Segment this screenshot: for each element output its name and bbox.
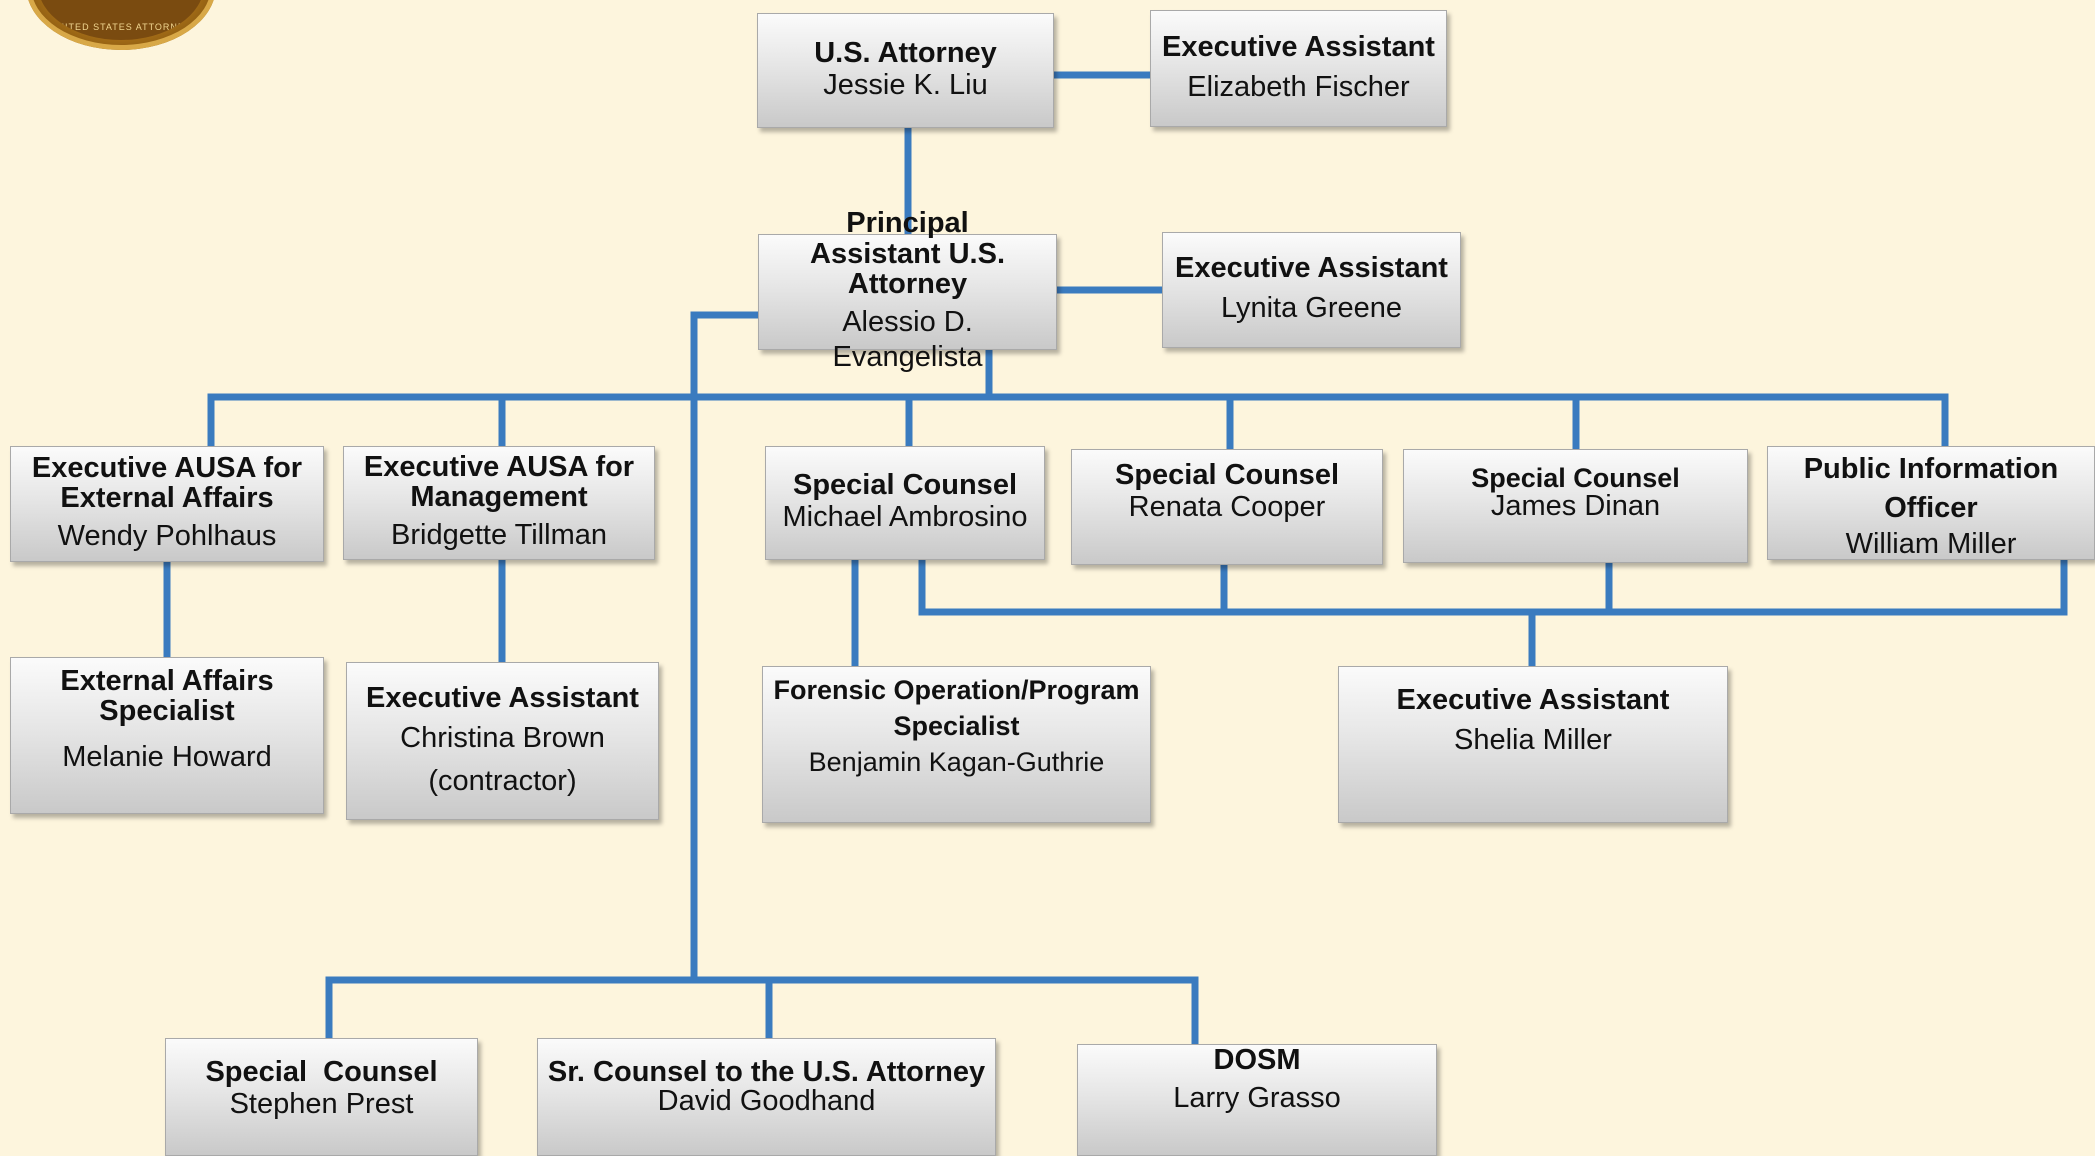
node-executive-assistant-brown[interactable]: Executive Assistant Christina Brown (con… (346, 662, 659, 820)
node-title: Executive Assistant (1396, 684, 1670, 716)
node-executive-assistant-fischer[interactable]: Executive Assistant Elizabeth Fischer (1150, 10, 1447, 127)
node-executive-assistant-greene[interactable]: Executive Assistant Lynita Greene (1162, 232, 1461, 348)
node-name: Larry Grasso (1173, 1082, 1341, 1115)
node-title: Special Counsel (1114, 459, 1339, 491)
node-special-counsel-dinan[interactable]: Special Counsel James Dinan (1403, 449, 1748, 563)
node-title: External Affairs Specialist (60, 665, 274, 728)
connector-level2-bus (207, 393, 1949, 446)
node-title: Forensic Operation/Program Specialist (773, 675, 1140, 741)
node-title: Special Counsel (792, 469, 1017, 502)
node-forensic-operation-program-specialist[interactable]: Forensic Operation/Program Specialist Be… (762, 666, 1151, 823)
node-note: (contractor) (428, 765, 577, 798)
node-dosm[interactable]: DOSM Larry Grasso (1077, 1044, 1437, 1156)
node-executive-assistant-shelia-miller[interactable]: Executive Assistant Shelia Miller (1338, 666, 1728, 823)
node-name: Lynita Greene (1220, 292, 1403, 325)
node-title: Special Counsel (1471, 463, 1680, 493)
node-name: Jessie K. Liu (823, 68, 988, 101)
node-name: William Miller (1845, 527, 2017, 560)
node-name: Alessio D. Evangelista (832, 305, 983, 374)
node-name: Benjamin Kagan-Guthrie (808, 747, 1105, 778)
node-title: Executive Assistant (366, 681, 639, 714)
node-principal-assistant-us-attorney[interactable]: Principal Assistant U.S. Attorney Alessi… (758, 208, 1057, 373)
node-us-attorney[interactable]: U.S. Attorney Jessie K. Liu (757, 13, 1054, 128)
connector-pausa-trunk (690, 311, 760, 980)
node-name: David Goodhand (657, 1085, 876, 1118)
node-name: Elizabeth Fischer (1187, 70, 1410, 103)
connector-counsel-bus (918, 560, 2068, 616)
node-name: Bridgette Tillman (391, 519, 607, 552)
node-title: U.S. Attorney (814, 36, 997, 69)
node-special-counsel-cooper[interactable]: Special Counsel Renata Cooper (1071, 449, 1383, 565)
node-name: Stephen Prest (229, 1088, 414, 1121)
node-title: Executive Assistant (1162, 30, 1435, 63)
node-name: Melanie Howard (62, 741, 272, 774)
node-title: Sr. Counsel to the U.S. Attorney (547, 1056, 986, 1088)
node-title: Principal Assistant U.S. Attorney (810, 207, 1005, 300)
node-title: Executive Assistant (1175, 252, 1448, 285)
node-title: Public Information Officer (1803, 452, 2059, 525)
node-title: DOSM (1213, 1044, 1301, 1076)
node-external-affairs-specialist[interactable]: External Affairs Specialist Melanie Howa… (10, 657, 324, 814)
node-title: Executive AUSA for External Affairs (31, 452, 303, 515)
node-special-counsel-ambrosino[interactable]: Special Counsel Michael Ambrosino (765, 446, 1045, 560)
node-sr-counsel-to-us-attorney[interactable]: Sr. Counsel to the U.S. Attorney David G… (537, 1038, 996, 1156)
node-name: Shelia Miller (1454, 724, 1612, 757)
connector-bottom-bus (325, 976, 1199, 1044)
node-name: Christina Brown (400, 721, 605, 754)
node-name: Renata Cooper (1128, 491, 1326, 524)
node-name: Michael Ambrosino (782, 501, 1028, 534)
node-title: Executive AUSA for Management (363, 451, 635, 514)
node-executive-ausa-external-affairs[interactable]: Executive AUSA for External Affairs Wend… (10, 446, 324, 562)
node-special-counsel-prest[interactable]: Special Counsel Stephen Prest (165, 1038, 478, 1156)
node-name: Wendy Pohlhaus (57, 520, 277, 553)
node-name: James Dinan (1490, 490, 1661, 523)
node-title: Special Counsel (205, 1056, 438, 1088)
node-public-information-officer[interactable]: Public Information Officer William Mille… (1767, 446, 2095, 560)
node-executive-ausa-management[interactable]: Executive AUSA for Management Bridgette … (343, 446, 655, 560)
